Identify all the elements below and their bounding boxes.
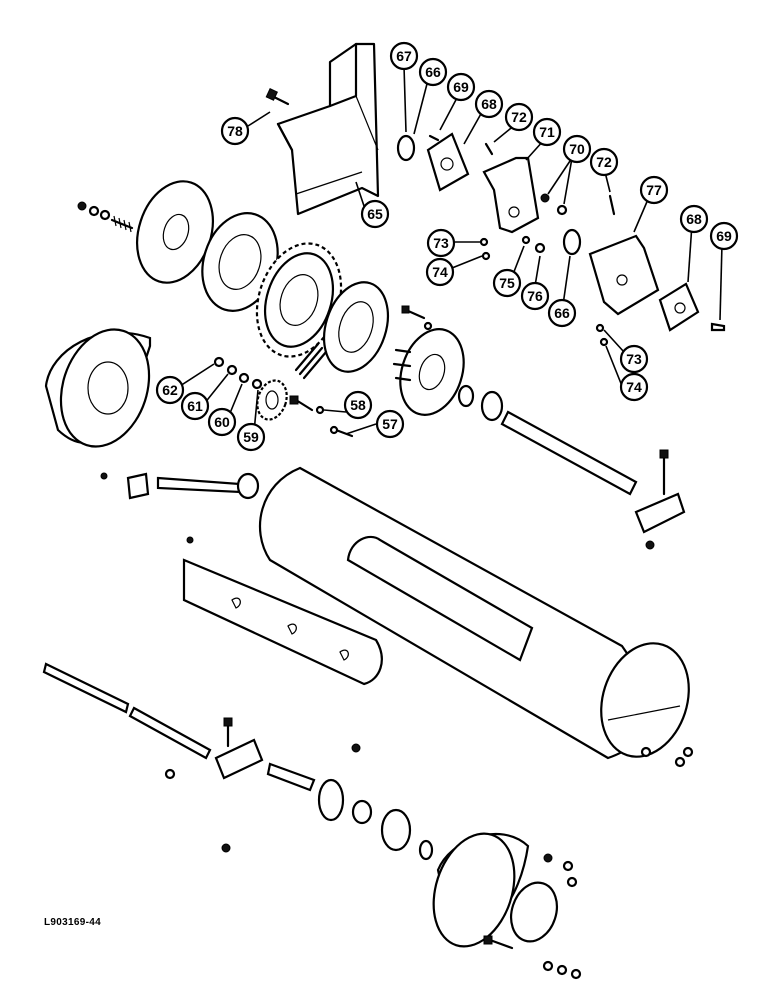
- shaft-left: [100, 472, 260, 544]
- callout-69-lower: 69: [709, 221, 739, 251]
- spring: [294, 342, 328, 380]
- callout-59: 59: [236, 422, 266, 452]
- svg-text:78: 78: [227, 123, 243, 139]
- svg-text:72: 72: [511, 109, 527, 125]
- callout-74-lower: 74: [619, 372, 649, 402]
- callout-61: 61: [180, 391, 210, 421]
- callout-66-lower: 66: [547, 298, 577, 328]
- svg-text:61: 61: [187, 398, 203, 414]
- svg-text:74: 74: [432, 264, 448, 280]
- hub-plate: [392, 328, 465, 416]
- bearing-block-right: [634, 449, 686, 550]
- shaft-lower: [42, 662, 212, 760]
- callout-68-upper: 68: [474, 89, 504, 119]
- callout-74-upper: 74: [425, 257, 455, 287]
- svg-text:59: 59: [243, 429, 259, 445]
- callout-73-upper: 73: [426, 228, 456, 258]
- callout-60: 60: [207, 407, 237, 437]
- svg-text:65: 65: [367, 206, 383, 222]
- bolt-57: [289, 395, 354, 438]
- drawing-code-label: L903169-44: [44, 917, 101, 928]
- svg-text:71: 71: [539, 124, 555, 140]
- svg-text:58: 58: [350, 397, 366, 413]
- callout-72-upper: 72: [504, 102, 534, 132]
- svg-text:69: 69: [453, 79, 469, 95]
- access-panel: [182, 558, 383, 686]
- svg-text:73: 73: [433, 235, 449, 251]
- svg-text:62: 62: [162, 382, 178, 398]
- callout-72-lower: 72: [589, 147, 619, 177]
- washers-row: [213, 356, 263, 390]
- svg-text:69: 69: [716, 228, 732, 244]
- svg-text:68: 68: [686, 211, 702, 227]
- nut-stack-left: [77, 201, 134, 233]
- end-cap-left: [44, 328, 152, 448]
- svg-text:72: 72: [596, 154, 612, 170]
- svg-text:77: 77: [646, 182, 662, 198]
- stub-shaft-and-flange: [266, 762, 434, 861]
- svg-text:60: 60: [214, 414, 230, 430]
- callout-75: 75: [492, 268, 522, 298]
- callout-71: 71: [532, 117, 562, 147]
- callout-76: 76: [520, 281, 550, 311]
- callout-58: 58: [343, 390, 373, 420]
- svg-text:70: 70: [569, 141, 585, 157]
- bolt-78: [265, 88, 290, 106]
- drum: [258, 466, 690, 760]
- friction-ring-1: [201, 212, 279, 312]
- seal-66-upper: [396, 134, 416, 162]
- bracket-71: [482, 142, 540, 234]
- bracket-68-upper: [426, 132, 470, 192]
- svg-text:74: 74: [626, 379, 642, 395]
- svg-text:66: 66: [425, 64, 441, 80]
- svg-text:76: 76: [527, 288, 543, 304]
- shield-part: [276, 42, 380, 216]
- callout-68-lower: 68: [679, 204, 709, 234]
- bracket-77: [588, 194, 660, 316]
- callout-69-upper: 69: [446, 72, 476, 102]
- bracket-68-lower: [658, 282, 726, 332]
- callout-62: 62: [155, 375, 185, 405]
- svg-text:75: 75: [499, 275, 515, 291]
- svg-text:73: 73: [626, 351, 642, 367]
- bearing-block-lower: [164, 717, 361, 853]
- end-cap-right: [432, 746, 694, 980]
- callout-57: 57: [375, 409, 405, 439]
- svg-text:66: 66: [554, 305, 570, 321]
- callout-73-lower: 73: [619, 344, 649, 374]
- shaft-upper: [457, 384, 638, 496]
- callout-66-upper: 66: [418, 57, 448, 87]
- callout-70: 70: [562, 134, 592, 164]
- sprocket-small: [256, 379, 288, 421]
- svg-text:57: 57: [382, 416, 398, 432]
- washers-73-74-75-76: [479, 228, 609, 347]
- friction-ring-2: [323, 281, 389, 373]
- nuts-70: [540, 193, 568, 216]
- callout-77: 77: [639, 175, 669, 205]
- bolts-top-hub: [401, 305, 433, 331]
- callout-65: 65: [360, 199, 390, 229]
- svg-text:67: 67: [396, 48, 412, 64]
- callout-67: 67: [389, 41, 419, 71]
- callout-78: 78: [220, 116, 250, 146]
- svg-text:68: 68: [481, 96, 497, 112]
